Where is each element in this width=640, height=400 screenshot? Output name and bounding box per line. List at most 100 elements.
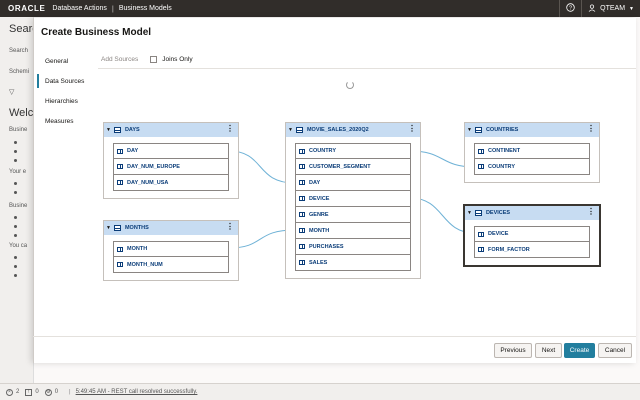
entity-countries[interactable]: ▼ COUNTRIES ⋮ CONTINENT COUNTRY bbox=[464, 122, 600, 183]
field-month[interactable]: MONTH bbox=[295, 223, 411, 239]
status-separator: | bbox=[69, 389, 71, 395]
table-icon bbox=[474, 127, 482, 133]
joins-only-toggle[interactable]: Joins Only bbox=[150, 56, 193, 63]
entity-header[interactable]: ▼ MOVIE_SALES_2020Q2 ⋮ bbox=[286, 123, 420, 137]
previous-button[interactable]: Previous bbox=[494, 343, 532, 358]
user-menu[interactable]: QTEAM ▼ bbox=[581, 0, 640, 17]
wizard-steps: General Data Sources Hierarchies Measure… bbox=[34, 51, 94, 131]
bg-bullet bbox=[14, 265, 17, 268]
warnings-count: 0 bbox=[35, 389, 39, 395]
column-icon bbox=[299, 212, 305, 217]
more-options-icon[interactable]: ⋮ bbox=[587, 207, 595, 216]
status-message[interactable]: 5:49:45 AM - REST call resolved successf… bbox=[75, 389, 198, 395]
more-options-icon[interactable]: ⋮ bbox=[408, 124, 416, 133]
field-month-num[interactable]: MONTH_NUM bbox=[113, 257, 229, 273]
dialog-title: Create Business Model bbox=[41, 27, 152, 38]
field-form-factor[interactable]: FORM_FACTOR bbox=[474, 242, 590, 258]
more-options-icon[interactable]: ⋮ bbox=[226, 222, 234, 231]
joins-only-label: Joins Only bbox=[162, 56, 193, 63]
step-label: Measures bbox=[45, 117, 74, 125]
cancel-button[interactable]: Cancel bbox=[598, 343, 632, 358]
field-device[interactable]: DEVICE bbox=[474, 226, 590, 242]
field-sales[interactable]: SALES bbox=[295, 255, 411, 271]
entity-months[interactable]: ▼ MONTHS ⋮ MONTH MONTH_NUM bbox=[103, 220, 239, 281]
bg-bullet bbox=[14, 274, 17, 277]
entity-movie-sales[interactable]: ▼ MOVIE_SALES_2020Q2 ⋮ COUNTRY CUSTOMER_… bbox=[285, 122, 421, 279]
collapse-icon[interactable]: ▼ bbox=[467, 210, 472, 216]
bg-bullet bbox=[14, 150, 17, 153]
collapse-icon[interactable]: ▼ bbox=[288, 127, 293, 133]
column-icon bbox=[299, 164, 305, 169]
field-label: DEVICE bbox=[488, 231, 509, 237]
field-continent[interactable]: CONTINENT bbox=[474, 143, 590, 159]
app-name[interactable]: Database Actions bbox=[52, 5, 107, 12]
bg-filter-icon: ▽ bbox=[9, 89, 15, 96]
bg-bullet bbox=[14, 256, 17, 259]
next-button[interactable]: Next bbox=[535, 343, 562, 358]
field-label: MONTH bbox=[127, 246, 148, 252]
field-label: COUNTRY bbox=[488, 163, 515, 170]
entity-days[interactable]: ▼ DAYS ⋮ DAY DAY_NUM_EUROPE DAY_NUM_USA bbox=[103, 122, 239, 199]
field-day[interactable]: DAY bbox=[113, 143, 229, 159]
help-button[interactable]: ? bbox=[559, 0, 581, 17]
bg-bullet bbox=[14, 225, 17, 228]
entity-devices[interactable]: ▼ DEVICES ⋮ DEVICE FORM_FACTOR bbox=[463, 204, 601, 267]
bg-bullet bbox=[14, 182, 17, 185]
column-icon bbox=[299, 244, 305, 249]
field-day-num-usa[interactable]: DAY_NUM_USA bbox=[113, 175, 229, 191]
top-bar: ORACLE Database Actions | Business Model… bbox=[0, 0, 640, 17]
table-icon bbox=[113, 225, 121, 231]
collapse-icon[interactable]: ▼ bbox=[106, 127, 111, 133]
entity-header[interactable]: ▼ COUNTRIES ⋮ bbox=[465, 123, 599, 137]
field-country[interactable]: COUNTRY bbox=[474, 159, 590, 175]
entity-header[interactable]: ▼ DAYS ⋮ bbox=[104, 123, 238, 137]
field-label: DAY_NUM_EUROPE bbox=[127, 163, 180, 170]
column-icon bbox=[117, 246, 123, 252]
user-icon bbox=[588, 3, 596, 14]
field-day-num-europe[interactable]: DAY_NUM_EUROPE bbox=[113, 159, 229, 175]
field-month[interactable]: MONTH bbox=[113, 241, 229, 257]
loading-spinner-icon bbox=[346, 81, 354, 89]
step-data-sources[interactable]: Data Sources bbox=[34, 71, 94, 91]
more-options-icon[interactable]: ⋮ bbox=[226, 124, 234, 133]
field-day[interactable]: DAY bbox=[295, 175, 411, 191]
errors-indicator[interactable]: ×2 bbox=[6, 388, 20, 396]
info-indicator[interactable]: ⚙0 bbox=[44, 388, 58, 396]
entity-name: MOVIE_SALES_2020Q2 bbox=[306, 127, 369, 133]
field-label: CONTINENT bbox=[488, 148, 521, 154]
field-genre[interactable]: GENRE bbox=[295, 207, 411, 223]
field-label: MONTH bbox=[309, 227, 330, 234]
errors-count: 2 bbox=[16, 389, 20, 395]
field-device[interactable]: DEVICE bbox=[295, 191, 411, 207]
column-icon bbox=[478, 231, 484, 237]
column-icon bbox=[299, 180, 305, 185]
warnings-indicator[interactable]: !0 bbox=[25, 388, 39, 396]
collapse-icon[interactable]: ▼ bbox=[106, 225, 111, 231]
entity-header[interactable]: ▼ DEVICES ⋮ bbox=[465, 206, 599, 220]
more-options-icon[interactable]: ⋮ bbox=[587, 124, 595, 133]
bg-search-title: Searc bbox=[9, 23, 38, 35]
field-purchases[interactable]: PURCHASES bbox=[295, 239, 411, 255]
step-general[interactable]: General bbox=[34, 51, 94, 71]
field-label: GENRE bbox=[309, 211, 329, 218]
table-icon bbox=[295, 127, 303, 133]
step-measures[interactable]: Measures bbox=[34, 111, 94, 131]
field-country[interactable]: COUNTRY bbox=[295, 143, 411, 159]
field-label: SALES bbox=[309, 259, 328, 266]
title-separator: | bbox=[111, 4, 114, 13]
field-customer-segment[interactable]: CUSTOMER_SEGMENT bbox=[295, 159, 411, 175]
collapse-icon[interactable]: ▼ bbox=[467, 127, 472, 133]
entity-name: COUNTRIES bbox=[485, 127, 519, 133]
bg-line-2: Your e bbox=[9, 169, 27, 175]
column-icon bbox=[478, 164, 484, 169]
add-sources-button[interactable]: Add Sources bbox=[101, 56, 139, 63]
column-icon bbox=[117, 148, 123, 154]
table-icon bbox=[474, 210, 482, 216]
create-button[interactable]: Create bbox=[564, 343, 595, 358]
field-label: PURCHASES bbox=[309, 243, 344, 250]
entity-header[interactable]: ▼ MONTHS ⋮ bbox=[104, 221, 238, 235]
step-hierarchies[interactable]: Hierarchies bbox=[34, 91, 94, 111]
joins-only-checkbox[interactable] bbox=[150, 56, 158, 63]
background-sidebar bbox=[0, 17, 34, 383]
chevron-down-icon: ▼ bbox=[629, 5, 634, 12]
